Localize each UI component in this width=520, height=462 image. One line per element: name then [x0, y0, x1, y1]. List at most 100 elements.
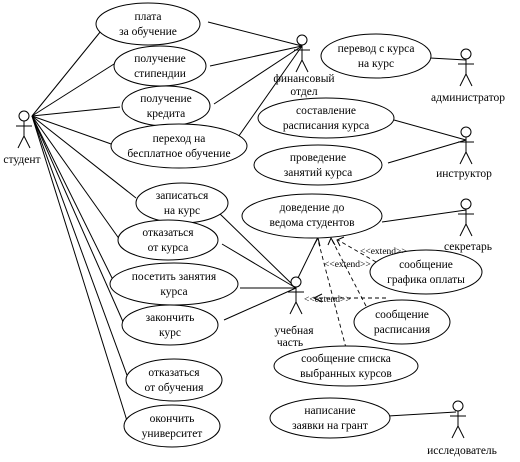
- use-case-label: перевод с курса: [338, 43, 415, 55]
- use-case-label: доведение до: [280, 202, 345, 214]
- use-case-pay-tuition[interactable]: плата за обучение: [95, 2, 201, 46]
- assoc-student-quit-study: [31, 115, 129, 379]
- assoc-student-graduate: [31, 115, 129, 425]
- use-case-label: сообщение списка: [301, 353, 391, 365]
- use-case-schedule-msg[interactable]: сообщение расписания: [353, 299, 451, 345]
- use-case-label: плата: [135, 11, 162, 23]
- assoc-researcher-grant-application: [387, 411, 457, 417]
- use-case-transfer-course[interactable]: перевод с курса на курс: [320, 33, 432, 79]
- use-case-label: на курс: [164, 205, 200, 217]
- arrowhead-extend-academic: [312, 293, 323, 303]
- actor-label-admin: администратор: [431, 92, 505, 104]
- use-case-quit-study[interactable]: отказаться от обучения: [125, 358, 223, 402]
- extend-arrow-schedule: [331, 239, 367, 307]
- assoc-student-get-stipend: [31, 63, 115, 117]
- use-case-label: закончить: [146, 312, 195, 324]
- extend-arrow-selected-courses: [317, 239, 347, 349]
- assoc-academic-finish-course: [223, 287, 297, 321]
- actor-finance-dept[interactable]: [294, 34, 310, 73]
- actor-researcher[interactable]: [450, 400, 466, 439]
- assoc-instructor-conduct-classes: [387, 139, 467, 164]
- use-case-grant-application[interactable]: написание заявки на грант: [269, 397, 391, 439]
- use-case-label: сообщение: [375, 309, 429, 321]
- assoc-academic-enroll-course: [217, 211, 297, 289]
- use-case-label: посетить занятия: [132, 271, 217, 283]
- use-case-label: написание: [304, 405, 355, 417]
- extend-label-payment-schedule: <<extend>>: [360, 247, 407, 257]
- actor-label-researcher: исследователь: [427, 445, 497, 457]
- use-case-selected-courses-msg[interactable]: сообщение списка выбранных курсов: [273, 345, 419, 387]
- use-case-label: курса: [160, 286, 187, 298]
- assoc-instructor-make-schedule: [393, 119, 467, 141]
- use-case-label: за обучение: [119, 26, 177, 38]
- use-case-label: получение: [134, 53, 186, 65]
- use-case-label: занятий курса: [284, 167, 353, 179]
- assoc-student-get-credit: [31, 106, 121, 117]
- actor-admin[interactable]: [458, 48, 474, 87]
- use-case-make-schedule[interactable]: составление расписания курса: [257, 97, 395, 139]
- actor-label-student: студент: [3, 154, 40, 166]
- assoc-student-drop-course: [31, 115, 121, 241]
- use-case-label: выбранных курсов: [300, 368, 392, 380]
- assoc-finance-get-stipend: [209, 45, 303, 67]
- actor-label-secretary: секретарь: [444, 241, 492, 253]
- extend-dependencies: [312, 236, 386, 349]
- use-case-drop-course[interactable]: отказаться от курса: [117, 219, 219, 261]
- assoc-secretary-notify-students: [381, 209, 467, 223]
- use-case-label: от курса: [148, 242, 189, 254]
- use-case-label: стипендии: [134, 68, 186, 80]
- use-case-label: получение: [140, 93, 192, 105]
- use-case-attend-classes[interactable]: посетить занятия курса: [109, 262, 239, 306]
- assoc-student-pay-tuition: [31, 25, 106, 117]
- actor-label-finance-line1: финансовый: [273, 73, 334, 85]
- use-case-label: от обучения: [145, 382, 205, 394]
- use-case-finish-course[interactable]: закончить курс: [121, 304, 219, 346]
- use-case-enroll-course[interactable]: записаться на курс: [135, 182, 229, 224]
- use-case-label: бесплатное обучение: [127, 148, 230, 160]
- assoc-admin-transfer-course: [429, 57, 467, 61]
- use-case-label: заявки на грант: [292, 420, 368, 432]
- actor-label-finance-line2: отдел: [290, 86, 317, 98]
- use-case-notify-students[interactable]: доведение до ведома студентов: [241, 193, 383, 239]
- use-case-get-credit[interactable]: получение кредита: [121, 85, 211, 127]
- use-case-get-stipend[interactable]: получение стипендии: [113, 45, 207, 87]
- use-case-label: курс: [159, 327, 181, 339]
- assoc-finance-pay-tuition: [207, 21, 303, 47]
- use-case-label: отказаться: [142, 227, 194, 239]
- actor-label-instructor: инструктор: [436, 168, 492, 180]
- actor-academic-office[interactable]: [288, 276, 304, 315]
- use-case-graduate[interactable]: окончить университет: [123, 404, 221, 448]
- use-case-label: кредита: [147, 108, 186, 120]
- assoc-student-finish-course: [31, 115, 125, 325]
- use-case-label: ведома студентов: [269, 217, 355, 229]
- extend-label-academic: <<extend>>: [304, 295, 351, 305]
- use-case-label: записаться: [156, 190, 209, 202]
- actor-label-academic-line2: часть: [277, 337, 303, 349]
- use-case-label: расписания курса: [283, 120, 369, 132]
- actor-secretary[interactable]: [458, 198, 474, 237]
- assoc-finance-get-credit: [213, 45, 303, 105]
- use-case-label: проведение: [290, 152, 346, 164]
- actor-label-academic-line1: учебная: [274, 325, 314, 337]
- use-case-payment-schedule-msg[interactable]: сообщение графика оплаты: [369, 249, 483, 295]
- arrowhead-extend-schedule: [327, 236, 336, 246]
- extend-arrow-payment-schedule: [337, 239, 377, 263]
- actor-student[interactable]: [16, 110, 32, 149]
- arrowhead-extend-payment-schedule: [336, 236, 345, 247]
- assoc-student-attend-classes: [31, 115, 115, 283]
- use-case-label: расписания: [374, 324, 431, 336]
- assoc-academic-drop-course: [221, 243, 297, 289]
- use-case-label: графика оплаты: [387, 274, 465, 286]
- use-case-label: отказаться: [148, 367, 200, 379]
- assoc-student-enroll-course: [31, 115, 137, 199]
- use-case-conduct-classes[interactable]: проведение занятий курса: [253, 144, 383, 186]
- use-case-label: университет: [142, 428, 203, 440]
- use-case-label: сообщение: [399, 259, 453, 271]
- extend-label-schedule: <<extend>>: [324, 260, 371, 270]
- assoc-student-free-study: [31, 115, 115, 146]
- use-case-free-study[interactable]: переход на бесплатное обучение: [110, 123, 248, 169]
- use-case-label: окончить: [150, 413, 195, 425]
- actor-instructor[interactable]: [458, 126, 474, 165]
- use-case-label: переход на: [153, 133, 206, 145]
